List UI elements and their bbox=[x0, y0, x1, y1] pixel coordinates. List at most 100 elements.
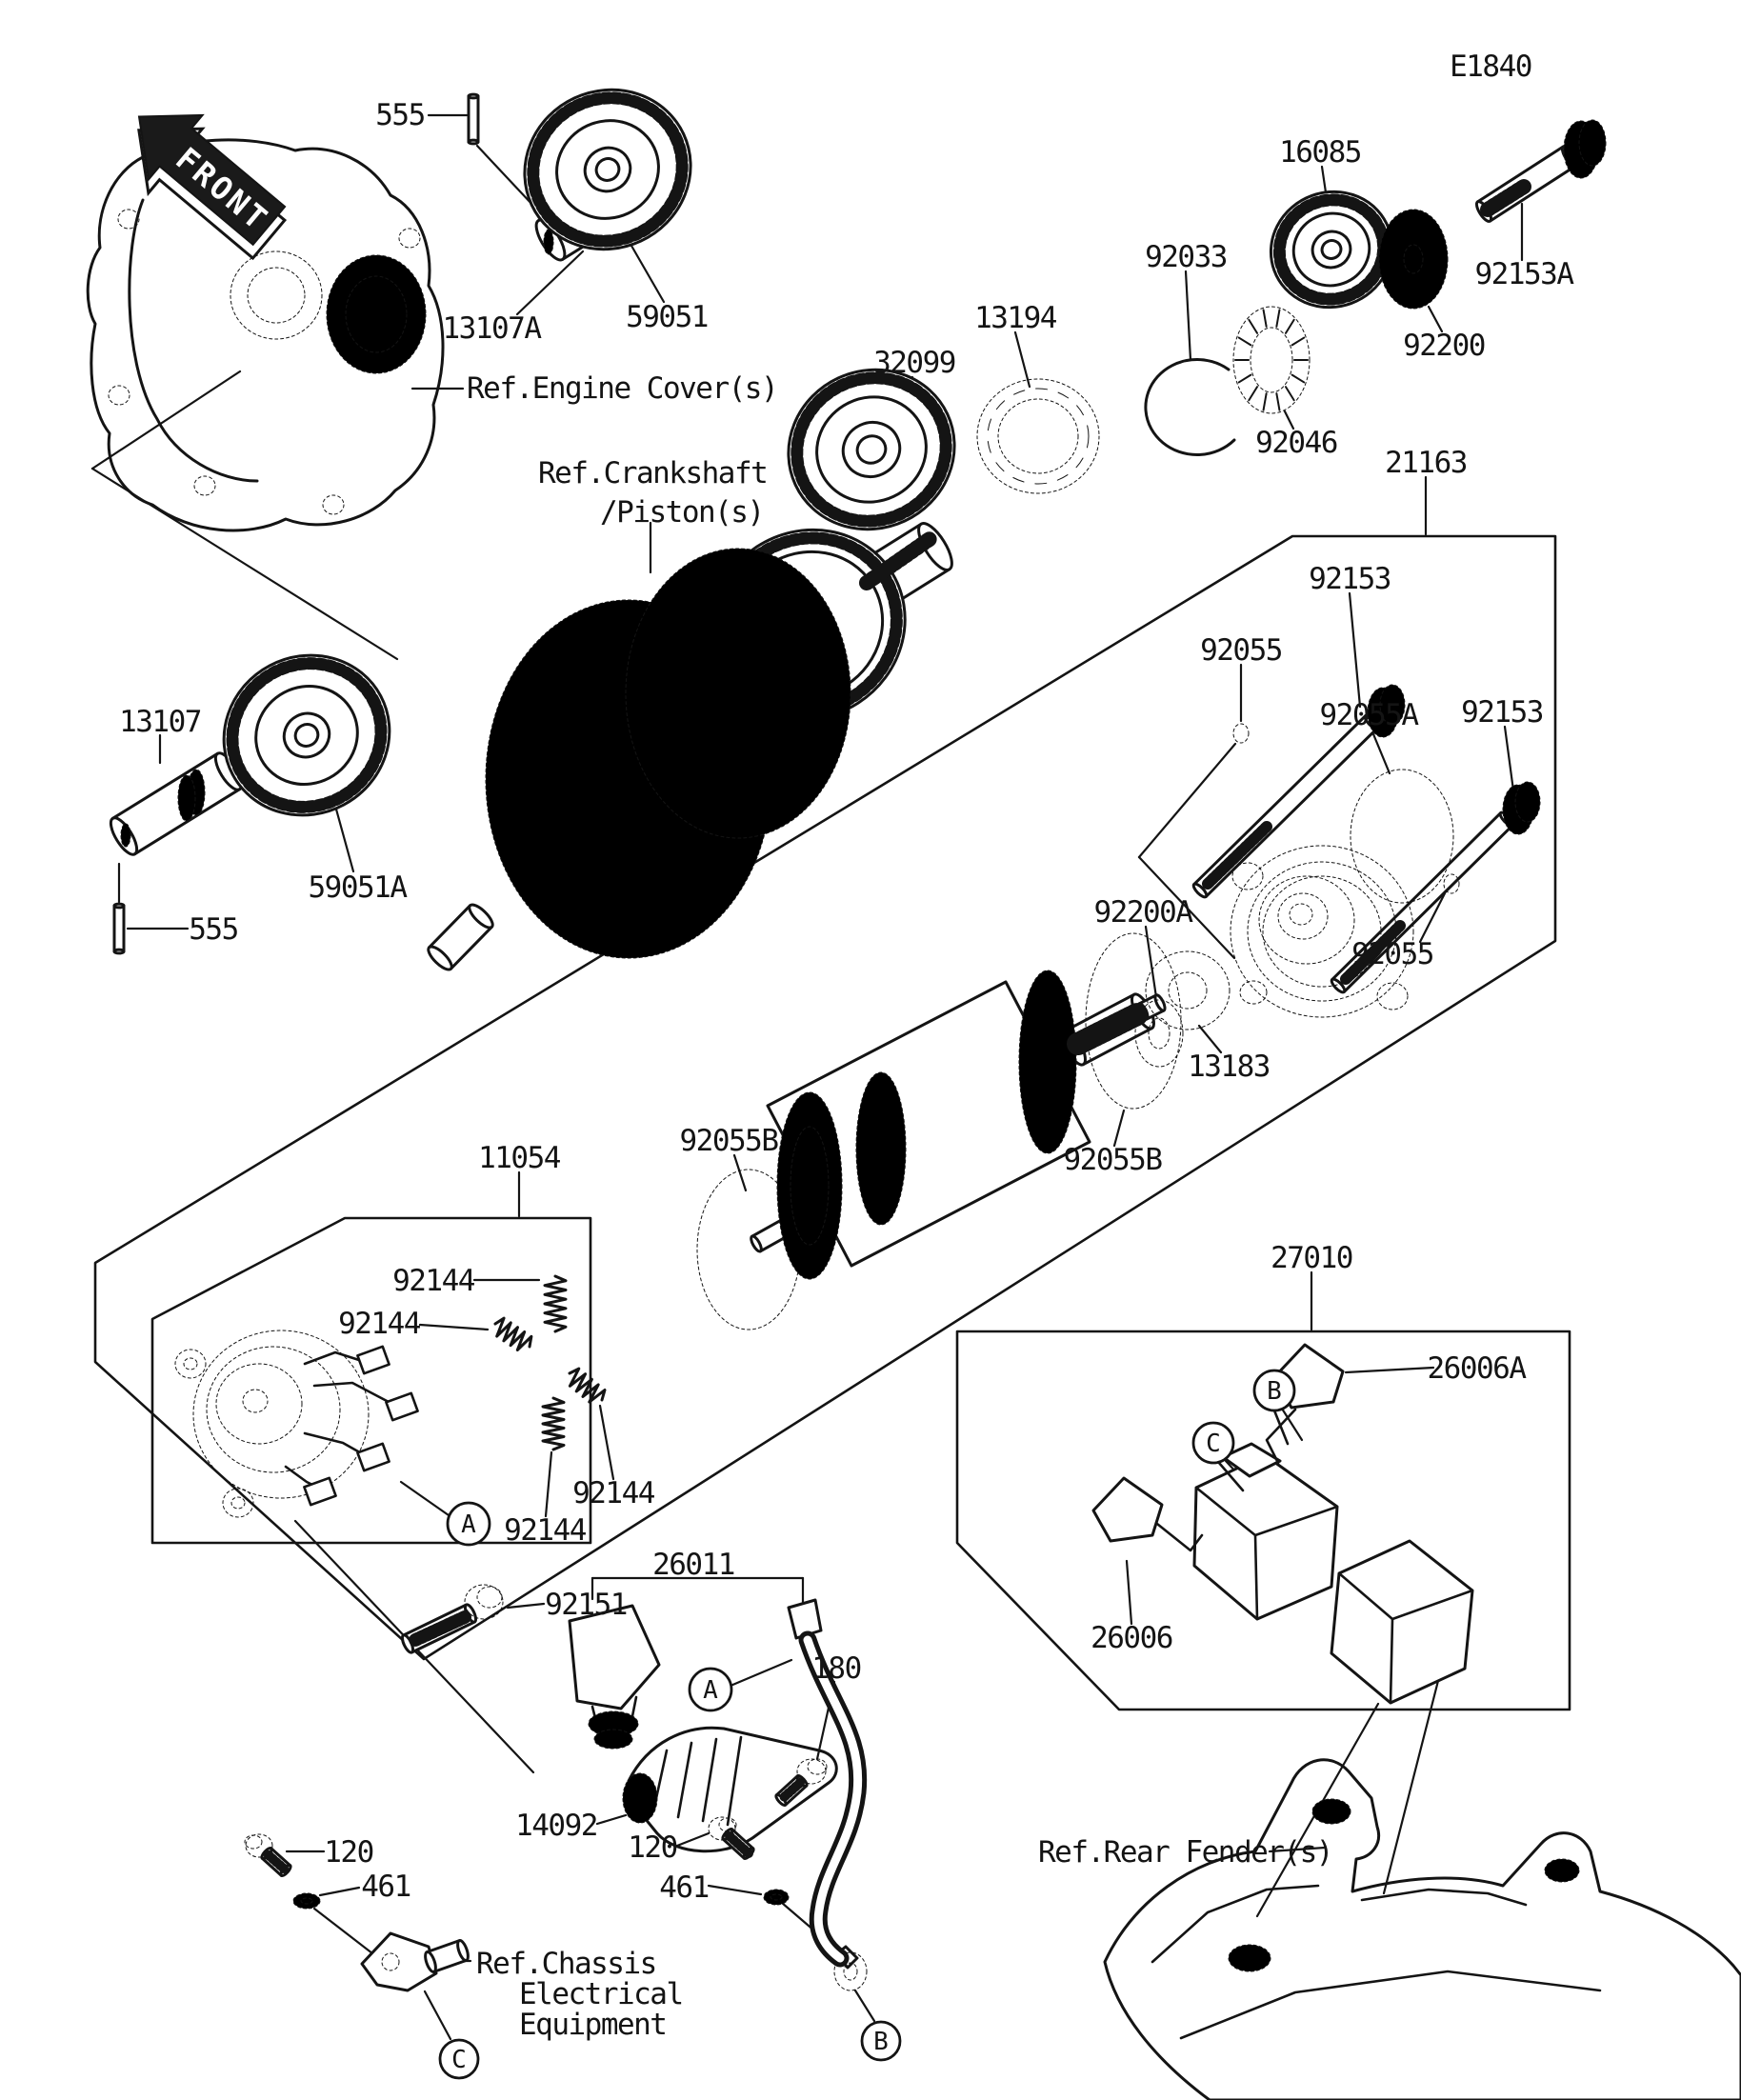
washer-461-mid-hole bbox=[770, 1893, 783, 1901]
gear-32099-teeth bbox=[790, 371, 952, 528]
bearing-92046-rollers bbox=[1237, 373, 1252, 384]
screw-180-head bbox=[796, 1758, 827, 1785]
endcap-slots bbox=[1262, 875, 1382, 988]
clutch-13194-sprags bbox=[987, 388, 1090, 485]
callout-b-1 bbox=[1252, 1369, 1296, 1412]
part-26006A: 26006A bbox=[1428, 1351, 1528, 1386]
screw-180-shaft bbox=[774, 1774, 799, 1797]
ld-ref-fender bbox=[1268, 1846, 1327, 1853]
boot-26011-ring-2 bbox=[593, 1729, 633, 1750]
callout-b-2-letter: B bbox=[873, 2028, 889, 2056]
tab-washer-13183 bbox=[1145, 950, 1231, 1030]
ref-crankshaft-1: Ref.Crankshaft bbox=[538, 456, 767, 490]
ref-chassis-1: Ref.Chassis bbox=[476, 1947, 656, 1981]
cover-boss-outer bbox=[230, 250, 323, 340]
armature-comm-inner bbox=[790, 1126, 830, 1246]
endcap-lug-3 bbox=[1239, 980, 1268, 1005]
screw-180-shaft bbox=[784, 1784, 809, 1807]
fender-detail-3 bbox=[1179, 1970, 1602, 2040]
solenoid-center bbox=[242, 1389, 269, 1413]
part-13107: 13107 bbox=[119, 705, 201, 739]
ld-461-2 bbox=[318, 1886, 361, 1897]
ref-rear-fender: Ref.Rear Fender(s) bbox=[1038, 1835, 1332, 1870]
brush-3 bbox=[356, 1442, 390, 1472]
part-16085: 16085 bbox=[1279, 135, 1361, 170]
cover-14092-hatch-3 bbox=[701, 1737, 718, 1823]
ld-16085 bbox=[1320, 165, 1328, 194]
ld-461-2b bbox=[312, 1907, 383, 1962]
fender-hole-3 bbox=[1228, 1944, 1271, 1972]
ld-92055B-2 bbox=[1112, 1109, 1126, 1148]
ld-92033 bbox=[1184, 270, 1192, 362]
boot-26011 bbox=[568, 1604, 661, 1710]
part-21163: 21163 bbox=[1385, 446, 1467, 480]
ring-terminal-b-hole bbox=[843, 1962, 858, 1981]
ld-zig-2 bbox=[1137, 855, 1236, 960]
bolt-92153-1-threads bbox=[1202, 821, 1272, 890]
snap-ring-92033 bbox=[1144, 358, 1236, 456]
gear-16085-inner bbox=[1291, 211, 1371, 288]
endcap-lug-2 bbox=[1376, 982, 1409, 1010]
bolt-92151-head bbox=[464, 1584, 504, 1620]
part-32099: 32099 bbox=[873, 346, 955, 380]
washer-92200A-hole bbox=[1148, 1017, 1171, 1050]
ld-26006A bbox=[1344, 1366, 1435, 1374]
part-555-top: 555 bbox=[375, 98, 425, 132]
bolt-92153-1-cap bbox=[1379, 684, 1406, 726]
armature-face-right bbox=[1018, 970, 1077, 1154]
bearing-92046-rollers bbox=[1262, 309, 1268, 328]
shaft-13107 bbox=[110, 751, 219, 820]
bearing-92046-rollers bbox=[1291, 336, 1306, 347]
gear-59051-outer bbox=[523, 88, 692, 251]
wire-b1 bbox=[1272, 1409, 1290, 1446]
ring-terminal-b bbox=[833, 1951, 868, 1991]
armature-shaft-tip-end-far bbox=[1153, 993, 1167, 1012]
shaft-13107-bore bbox=[120, 823, 131, 848]
ld-wedge-1 bbox=[90, 370, 242, 470]
armature-spline-shaft bbox=[1064, 992, 1136, 1032]
ld-92046 bbox=[1283, 410, 1295, 430]
gear-59051-teeth bbox=[527, 91, 689, 248]
ld-callout-b1 bbox=[1280, 1407, 1304, 1442]
ld-92055A bbox=[1370, 728, 1391, 775]
armature-splines bbox=[1067, 1002, 1151, 1055]
terminal-c-barrel-end-near bbox=[424, 1950, 437, 1973]
crank-splines bbox=[859, 531, 937, 590]
cover-hole-4 bbox=[322, 494, 345, 515]
callout-c-2-letter: C bbox=[451, 2046, 467, 2074]
clutch-13194-inner bbox=[997, 398, 1079, 474]
fuse-26006 bbox=[1091, 1476, 1164, 1543]
pin-555-top-end-far bbox=[467, 138, 480, 146]
wire-26006 bbox=[1155, 1522, 1204, 1552]
solenoid-ear-1-hole bbox=[183, 1357, 198, 1370]
relay-27010 bbox=[1192, 1453, 1339, 1621]
gear-16085-teeth bbox=[1272, 193, 1391, 306]
cable-clamp-26011 bbox=[787, 1598, 823, 1640]
solenoid-ear-1 bbox=[174, 1349, 207, 1379]
washer-461-left-hole bbox=[300, 1897, 313, 1905]
armature-shaft-stub-end-far bbox=[750, 1234, 763, 1253]
screw-120-left-shaft bbox=[270, 1847, 292, 1868]
cover-14092-hatch-4 bbox=[726, 1735, 743, 1827]
ld-461-1b bbox=[780, 1901, 817, 1933]
callout-b-1-letter: B bbox=[1267, 1377, 1282, 1406]
ld-13183 bbox=[1197, 1024, 1223, 1054]
pin-555-bottom-end-near bbox=[112, 902, 126, 910]
cover-hole-3 bbox=[193, 475, 216, 496]
bearing-92046-rollers bbox=[1248, 386, 1259, 402]
endcap-hub bbox=[1277, 892, 1329, 940]
ld-zig-1 bbox=[1137, 742, 1237, 859]
part-120-2: 120 bbox=[324, 1835, 373, 1870]
bolt-92153A-cap bbox=[1578, 119, 1607, 167]
screw-120-left-head bbox=[245, 1833, 273, 1858]
spring-92144-2 bbox=[493, 1316, 533, 1351]
gear-59051A-hub bbox=[282, 711, 331, 759]
terminal-c-hole bbox=[381, 1952, 400, 1971]
endcap-mid bbox=[1247, 861, 1397, 1002]
part-13183: 13183 bbox=[1188, 1050, 1270, 1084]
gear-59051A-bore bbox=[293, 723, 320, 748]
crankshaft-stub-end-near bbox=[468, 903, 494, 930]
bolt-92151-threads bbox=[409, 1610, 471, 1647]
screw-120-left-threads bbox=[264, 1850, 289, 1873]
gear-59051A-inner bbox=[254, 685, 359, 786]
